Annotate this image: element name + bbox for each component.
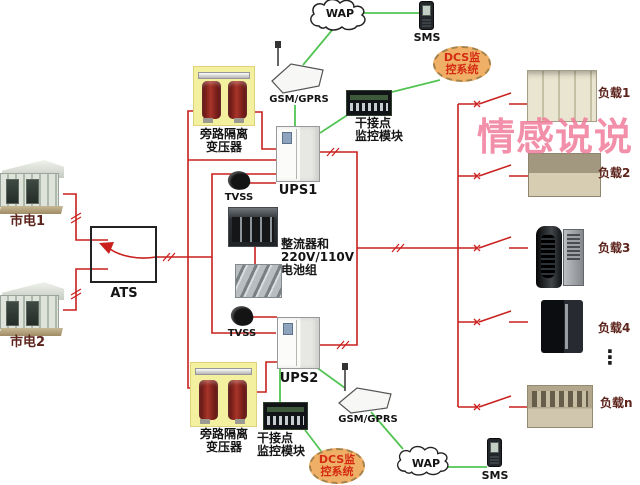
dcs-label-line2: 控系统 [445,63,479,76]
bypass-transformer-bottom-image [190,362,257,427]
load1-label: 负载1 [598,86,631,100]
ups2-label: UPS2 [279,371,319,386]
rectifier-battery-label: 整流器和 220V/110V 电池组 [281,237,355,277]
mains1-label: 市电1 [10,214,46,229]
bypass-transformer-top-label: 旁路隔离 变压器 [199,127,248,154]
ups1-cabinet-image [276,126,320,182]
gsm-modem-top [271,41,324,94]
load1-cabinet-image [527,70,597,122]
dry-contact-module-bottom-image [263,402,308,430]
gsm-modem-bottom [338,363,392,414]
mains1-substation-image [0,160,64,214]
sms-bottom-label: SMS [481,469,509,482]
sms-phone-top-image [419,1,434,30]
mains2-substation-image [0,282,64,336]
dcs-system-top-ellipse: DCS监 控系统 [433,46,491,82]
load-breaker-switches [458,92,528,411]
battery-bank-image [235,264,282,298]
wap-top-label: WAP [325,7,355,20]
mains2-label: 市电2 [10,335,46,350]
dry-contact-module-top-image [346,90,392,116]
sms-top-label: SMS [413,31,441,44]
dry-contact-module-bottom-label: 干接点 监控模块 [257,431,306,458]
dcs-label-line2: 控系统 [320,465,354,478]
tvss-top-label: TVSS [224,192,254,203]
ups1-label: UPS1 [278,183,318,198]
load3-server-image [536,226,585,288]
dry-contact-module-top-label: 干接点 监控模块 [355,116,404,143]
load2-control-room-image [528,153,601,197]
loadn-control-room-image [527,385,593,428]
ats-box [90,226,157,283]
ups-screen [283,323,293,335]
tvss-bottom-label: TVSS [227,328,257,339]
gsm-gprs-bottom-label: GSM/GPRS [338,414,398,425]
dcs-label-line1: DCS监 [318,453,356,466]
gsm-gprs-top-label: GSM/GPRS [269,94,329,105]
cable-break-marks [70,147,405,350]
load4-cabinet-image [541,300,583,353]
bypass-transformer-bottom-label: 旁路隔离 变压器 [199,427,248,454]
power-lines [63,104,459,407]
ats-switch-arrowhead [99,242,114,254]
ups-screen [282,132,292,144]
dcs-system-bottom-ellipse: DCS监 控系统 [309,448,365,484]
load3-label: 负载3 [598,241,631,255]
wap-bottom-label: WAP [411,457,441,470]
loadn-label: 负载n [600,396,633,410]
sms-phone-bottom-image [487,438,502,467]
bypass-transformer-top-image [193,66,255,126]
ats-label: ATS [110,286,138,301]
load2-label: 负载2 [598,166,631,180]
dcs-label-line1: DCS监 [443,51,481,64]
ups2-cabinet-image [277,317,320,369]
loads-ellipsis: ⋮ [600,345,620,369]
watermark-text: 情感说说 [477,115,634,159]
load4-label: 负载4 [598,321,631,335]
communication-lines [279,12,487,468]
rectifier-image [228,207,278,247]
